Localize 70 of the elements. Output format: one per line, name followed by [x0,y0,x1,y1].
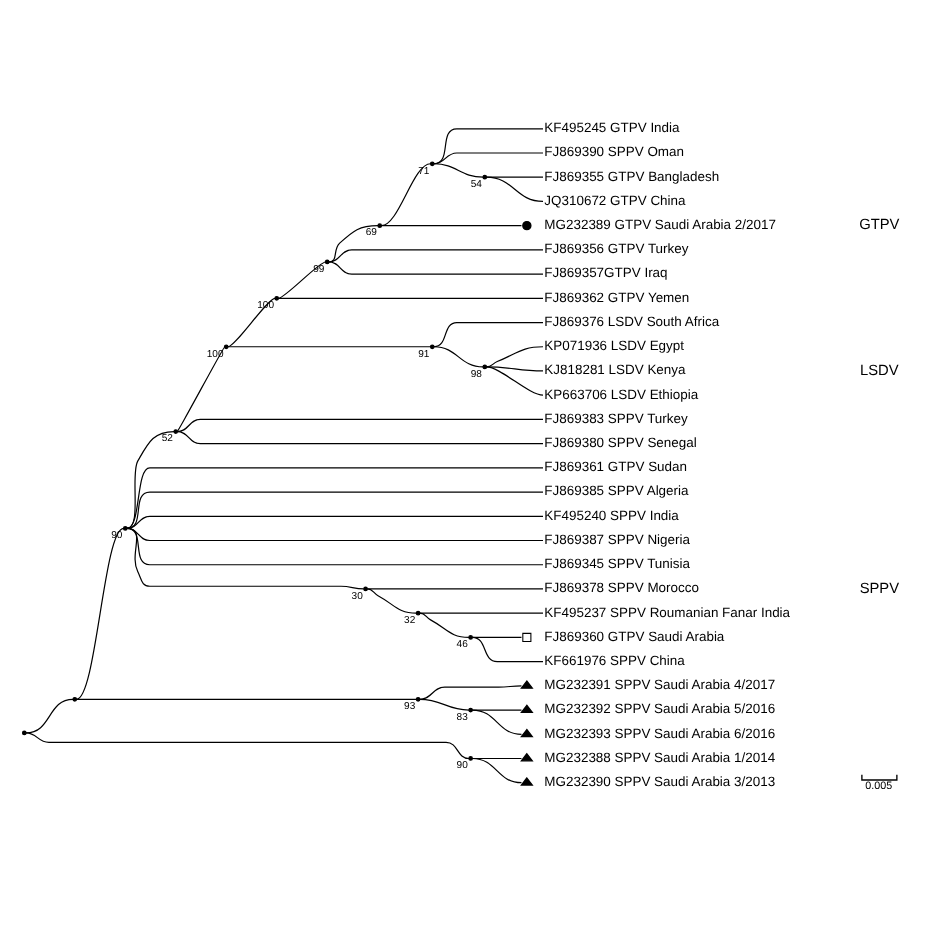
node-triangle [520,703,534,713]
connector [485,365,544,371]
node-point [482,363,488,369]
connector [126,526,544,565]
node-point [122,525,128,530]
connector [419,684,523,699]
connector [419,611,470,637]
connector [126,429,175,528]
connector [485,365,544,395]
connector [75,526,125,699]
node-point [377,222,383,228]
connector [75,697,417,699]
connector [433,127,544,164]
node-point [223,343,229,349]
connector [277,296,544,298]
connector [25,731,470,759]
node-point [468,755,473,760]
node-triangle [520,679,534,688]
node-point [173,428,179,433]
connector [471,756,523,783]
connector [485,175,544,202]
connector [126,514,544,528]
connector [227,345,432,347]
label: SPPV [859,577,900,596]
connector [433,151,544,164]
node-point [363,585,368,591]
node-point [468,634,473,639]
node-point [429,160,435,166]
connector [419,697,470,710]
node-triangle [520,775,534,785]
label: GTPV [859,214,900,233]
connector [471,635,523,637]
connector [126,526,365,589]
connector [366,587,544,589]
node-point [324,258,330,264]
connector [176,429,544,444]
connector [328,248,544,262]
node-point [415,609,421,615]
connector [419,611,544,613]
node-point [429,343,435,349]
node-point [415,695,421,701]
node-point [274,294,280,300]
connector [25,697,74,733]
connector [380,162,432,226]
connector [328,224,379,262]
node-circle [522,219,532,230]
node-point [468,706,473,712]
connector [176,345,226,432]
connector [471,635,544,662]
connector [176,417,544,432]
node-point [482,173,488,179]
connector [227,296,276,347]
connector [328,260,544,274]
connector [380,224,523,226]
connector [485,345,544,367]
connector [126,466,544,528]
label: LSDV [860,359,899,378]
node-triangle [520,751,534,761]
node-point [72,695,78,701]
node-triangle [520,727,534,737]
node-point [21,729,27,735]
connector [471,708,523,734]
connector [277,260,327,298]
connector [433,345,484,367]
node-square [522,631,532,641]
connector [433,320,544,347]
connector [471,708,523,710]
connector [126,490,544,528]
connector [433,162,484,177]
connector [366,587,417,613]
